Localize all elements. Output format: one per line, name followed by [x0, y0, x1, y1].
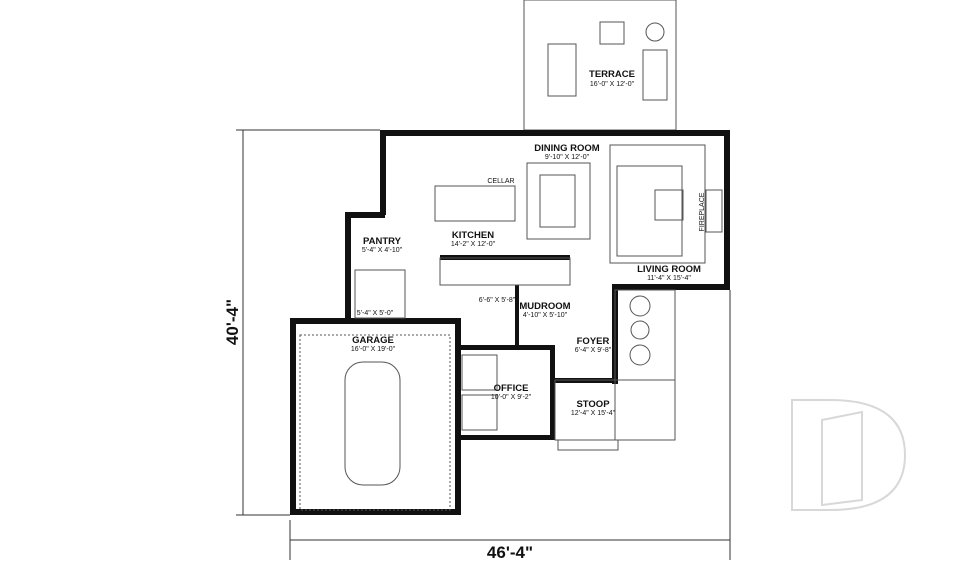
stoop-outline — [554, 289, 676, 451]
stoop-label: STOOP — [576, 399, 610, 410]
terrace — [523, 0, 677, 131]
cellar-label: CELLAR — [487, 178, 514, 185]
dining-label: DINING ROOM — [534, 143, 600, 154]
office-size: 10'-0" X 9'-2" — [491, 394, 532, 401]
living-label: LIVING ROOM — [637, 264, 701, 275]
fireplace-label: FIREPLACE — [699, 192, 706, 231]
mudroom-label: MUDROOM — [519, 301, 570, 312]
pantry-label: PANTRY — [363, 236, 402, 247]
dimension-lines — [236, 129, 731, 560]
furniture — [299, 144, 723, 511]
stoop-size: 12'-4" X 15'-4" — [571, 410, 616, 417]
terrace-size: 16'-0" X 12'-0" — [590, 81, 635, 88]
office-label: OFFICE — [494, 383, 529, 394]
foyer-size: 6'-4" X 9'-8" — [575, 347, 612, 354]
walls — [290, 130, 730, 515]
garage-label: GARAGE — [352, 335, 394, 346]
kitchen-size: 14'-2" X 12'-0" — [451, 241, 496, 248]
living-size: 11'-4" X 15'-4" — [647, 275, 691, 282]
terrace-label: TERRACE — [589, 69, 635, 80]
powder-size: 5'-4" X 5'-0" — [357, 310, 394, 317]
foyer-label: FOYER — [577, 336, 610, 347]
mudroom-size: 4'-10" X 5'-10" — [523, 312, 568, 319]
garage-size: 16'-0" X 19'-0" — [351, 346, 396, 353]
closet-size: 6'-6" X 5'-8" — [479, 297, 516, 304]
pantry-size: 5'-4" X 4'-10" — [362, 247, 403, 254]
kitchen-label: KITCHEN — [452, 230, 494, 241]
overall-depth-label: 40'-4" — [223, 299, 242, 345]
dining-size: 9'-10" X 12'-0" — [545, 154, 590, 161]
overall-width-label: 46'-4" — [487, 543, 533, 562]
watermark-logo — [791, 399, 907, 511]
